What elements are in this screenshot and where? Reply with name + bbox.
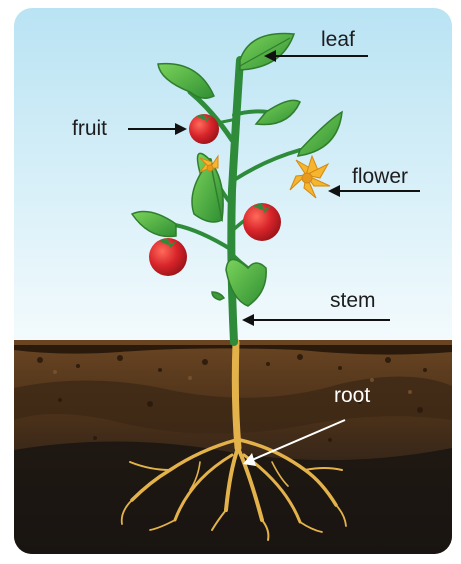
flower-label: flower [352, 166, 408, 187]
leaf-label: leaf [321, 29, 355, 50]
stem-label: stem [330, 290, 376, 311]
root-label: root [334, 385, 370, 406]
fruit-label: fruit [72, 118, 107, 139]
